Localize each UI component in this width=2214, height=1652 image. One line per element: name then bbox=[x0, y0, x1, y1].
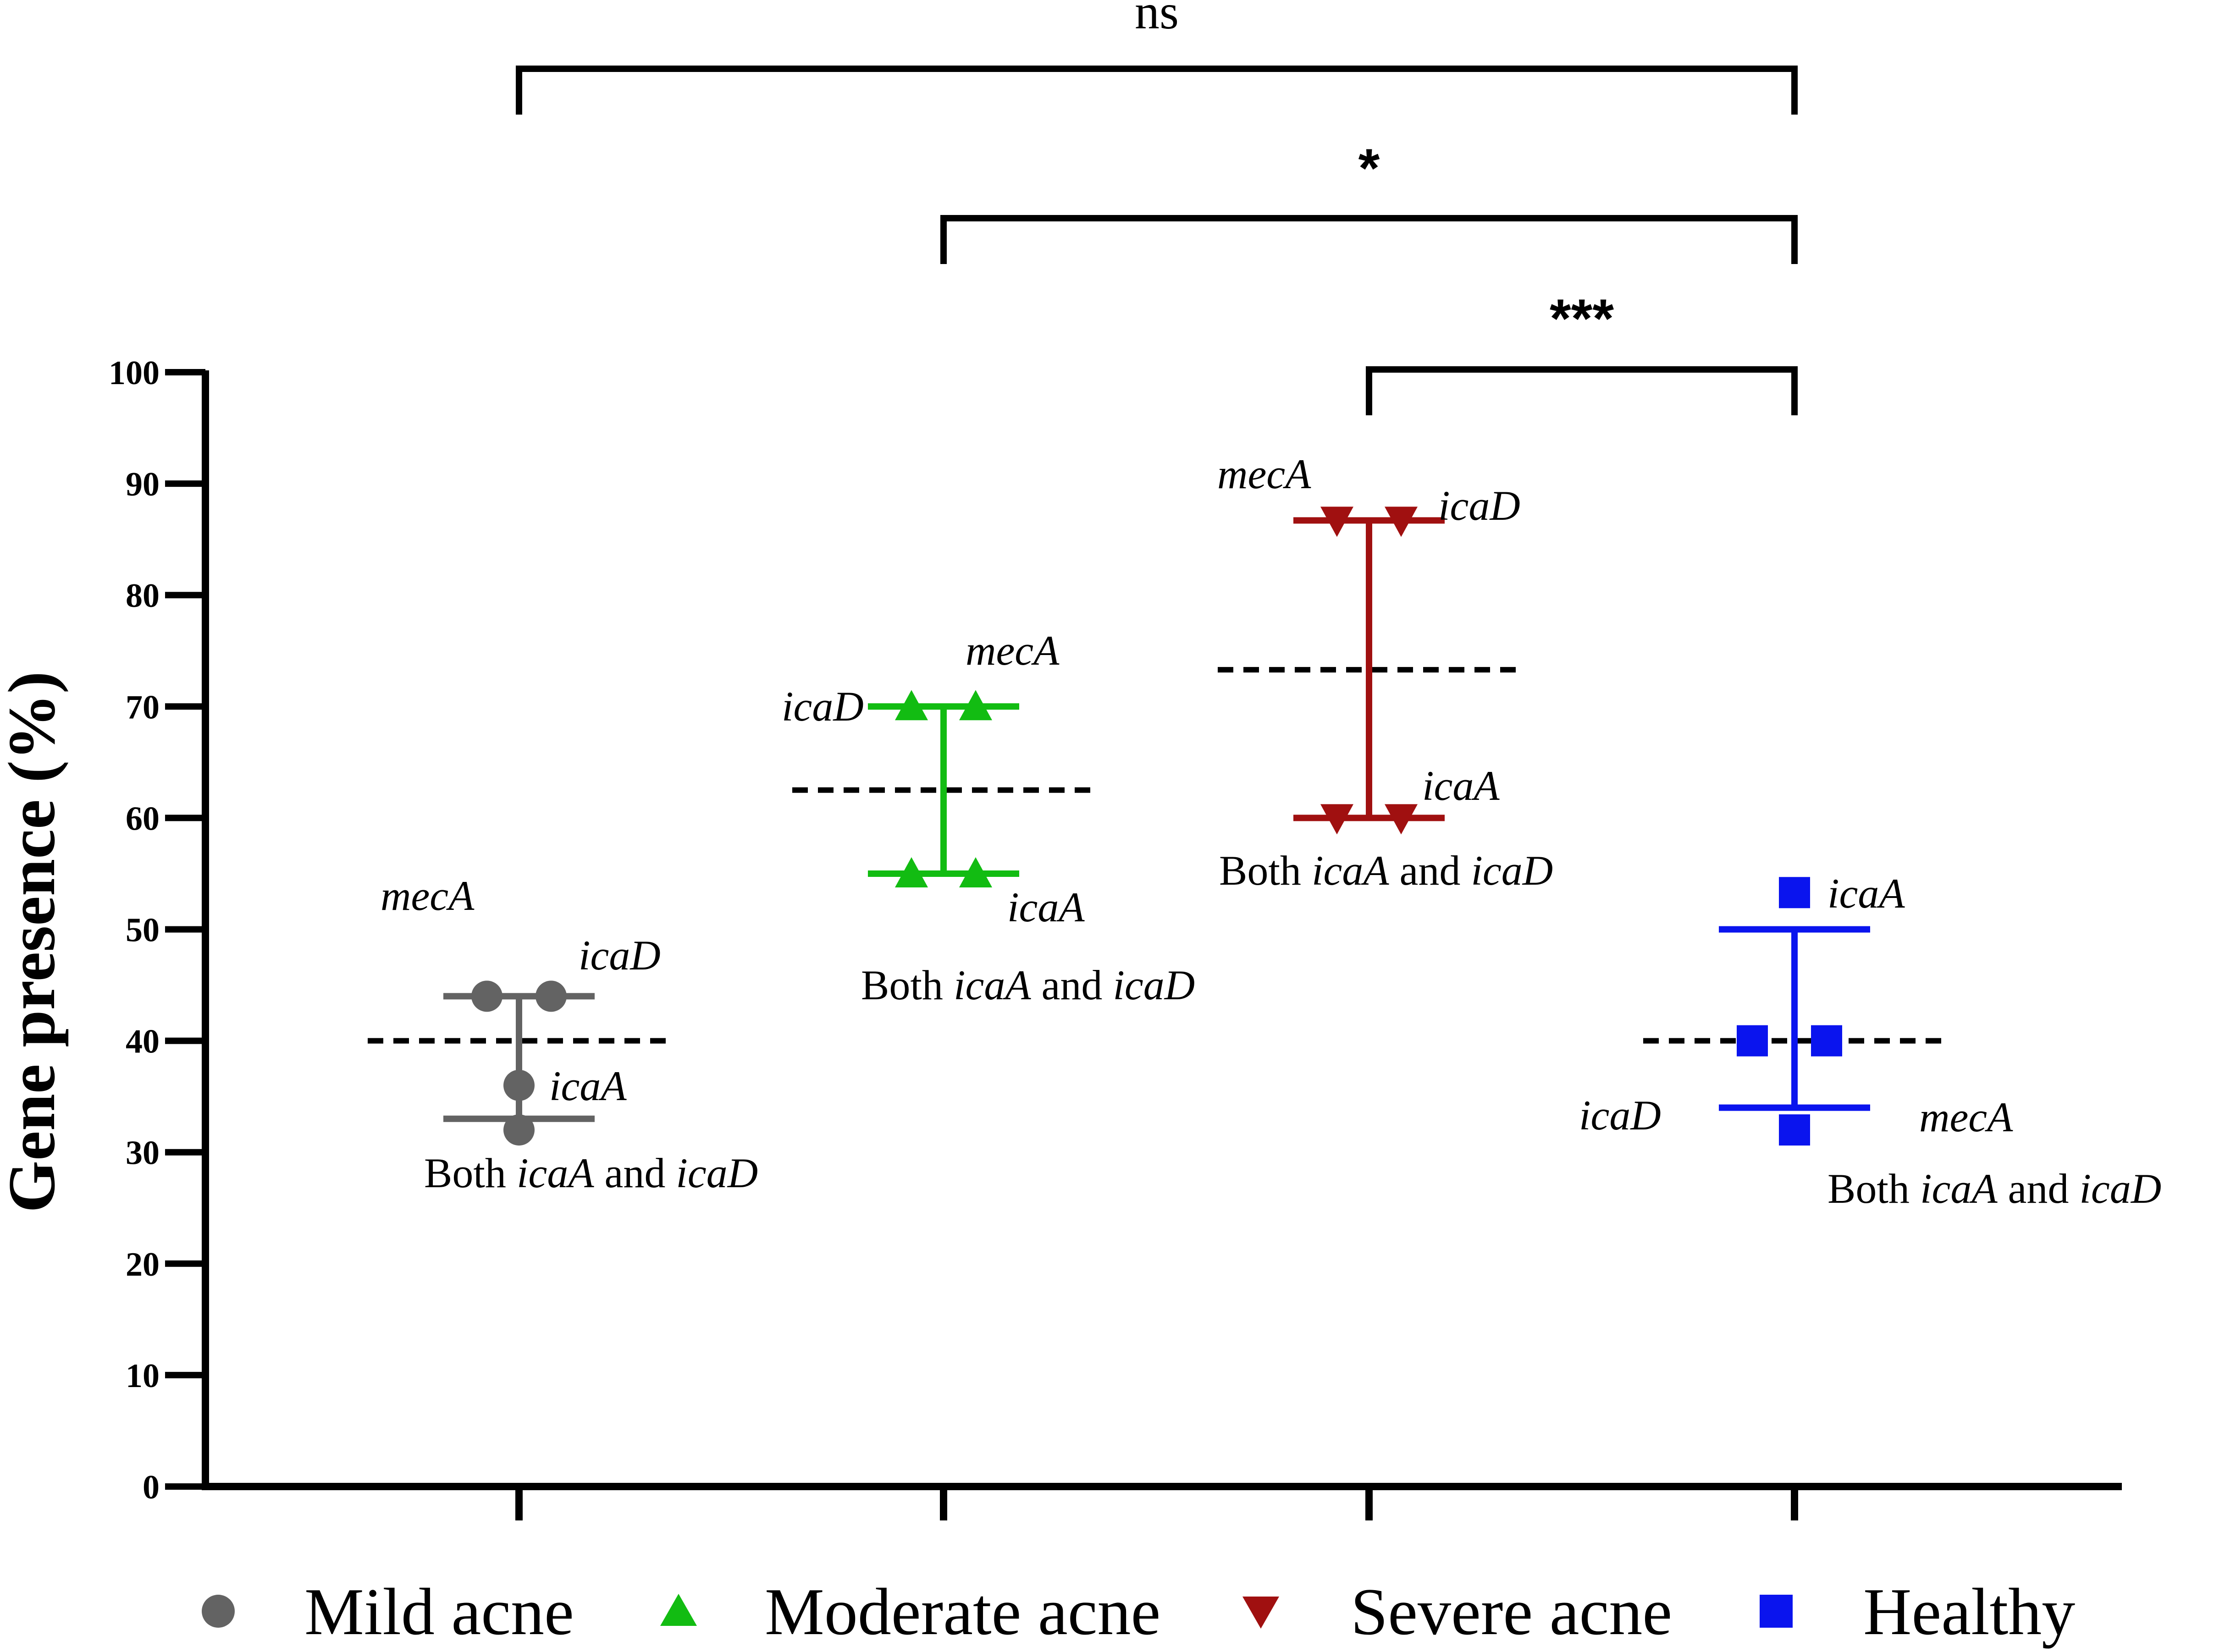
significance-label-1: ns bbox=[1135, 0, 1179, 39]
y-tick-label-90: 90 bbox=[126, 466, 160, 503]
significance-bracket-3 bbox=[1366, 366, 1798, 415]
data-groups bbox=[368, 507, 1946, 1146]
mild-acne-point-3 bbox=[503, 1069, 535, 1101]
moderate-acne-point-4-label: Both icaA and icaD bbox=[861, 962, 1195, 1008]
legend-marker-mild-acne bbox=[202, 1595, 235, 1628]
y-axis-label: Gene presence (%) bbox=[0, 671, 69, 1212]
y-tick-label-0: 0 bbox=[143, 1469, 160, 1506]
y-ticks: 0 10 20 30 40 50 60 70 80 90 100 bbox=[109, 354, 205, 1506]
healthy-point-1-label: icaA bbox=[1828, 870, 1905, 917]
severe-acne-point-1-label: mecA bbox=[1217, 451, 1311, 497]
mild-acne-point-2-label: icaD bbox=[579, 932, 661, 979]
group-severe-acne bbox=[1218, 507, 1520, 835]
healthy-point-2-label: icaD bbox=[1579, 1092, 1661, 1139]
mild-acne-point-2 bbox=[536, 980, 567, 1012]
legend-item-healthy: Healthy bbox=[1760, 1575, 2075, 1649]
y-tick-label-20: 20 bbox=[126, 1246, 160, 1283]
healthy-point-3-label: mecA bbox=[1919, 1094, 2013, 1140]
mild-acne-point-3-label: icaA bbox=[549, 1063, 627, 1109]
significance-brackets: ns**** bbox=[516, 0, 1798, 415]
legend-label-healthy: Healthy bbox=[1863, 1575, 2075, 1649]
legend-label-mild-acne: Mild acne bbox=[304, 1575, 574, 1649]
group-moderate-acne bbox=[792, 690, 1095, 887]
significance-bracket-2 bbox=[940, 215, 1798, 264]
legend-item-severe-acne: Severe acne bbox=[1242, 1575, 1672, 1649]
moderate-acne-point-2 bbox=[959, 690, 992, 721]
y-tick-label-40: 40 bbox=[126, 1023, 160, 1061]
y-tick-label-60: 60 bbox=[126, 800, 160, 837]
group-mild-acne bbox=[368, 980, 670, 1146]
healthy-point-3 bbox=[1811, 1025, 1842, 1057]
severe-acne-point-1 bbox=[1320, 507, 1353, 537]
legend: Mild acne Moderate acne Severe acne Healthy bbox=[202, 1575, 2075, 1649]
legend-marker-moderate-acne bbox=[660, 1594, 697, 1626]
severe-acne-point-2-label: icaD bbox=[1438, 482, 1520, 529]
y-tick-label-50: 50 bbox=[126, 912, 160, 949]
mild-acne-point-4-label: Both icaA and icaD bbox=[424, 1150, 758, 1196]
legend-item-moderate-acne: Moderate acne bbox=[660, 1575, 1160, 1649]
group-healthy bbox=[1643, 877, 1946, 1146]
legend-marker-healthy bbox=[1760, 1595, 1793, 1628]
healthy-point-4 bbox=[1779, 1114, 1810, 1146]
point-annotations: mecA icaD icaA Both icaA and icaD icaD mecA ic… bbox=[381, 451, 2161, 1212]
healthy-point-1 bbox=[1779, 877, 1810, 909]
severe-acne-point-2 bbox=[1385, 507, 1418, 537]
legend-label-severe-acne: Severe acne bbox=[1351, 1575, 1672, 1649]
healthy-point-4-label: Both icaA and icaD bbox=[1828, 1165, 2161, 1212]
severe-acne-point-4-label: icaA bbox=[1422, 762, 1500, 809]
y-tick-label-30: 30 bbox=[126, 1134, 160, 1172]
legend-label-moderate-acne: Moderate acne bbox=[765, 1575, 1160, 1649]
axes bbox=[202, 370, 2122, 1520]
moderate-acne-point-3-label: icaA bbox=[1007, 884, 1085, 931]
moderate-acne-point-1 bbox=[895, 690, 928, 721]
moderate-acne-point-2-label: mecA bbox=[966, 627, 1060, 674]
moderate-acne-point-1-label: icaD bbox=[782, 683, 864, 730]
y-tick-label-70: 70 bbox=[126, 688, 160, 726]
legend-item-mild-acne: Mild acne bbox=[202, 1575, 574, 1649]
y-tick-label-10: 10 bbox=[126, 1357, 160, 1395]
severe-acne-point-4 bbox=[1385, 804, 1418, 835]
severe-acne-point-3-label: Both icaA and icaD bbox=[1219, 847, 1553, 894]
moderate-acne-point-4 bbox=[959, 857, 992, 887]
significance-label-2: * bbox=[1358, 138, 1380, 199]
mild-acne-point-1-label: mecA bbox=[381, 872, 475, 919]
moderate-acne-point-3 bbox=[895, 857, 928, 887]
significance-bracket-1 bbox=[516, 66, 1798, 115]
mild-acne-point-4 bbox=[503, 1114, 535, 1146]
significance-label-3: *** bbox=[1550, 288, 1614, 349]
y-tick-label-80: 80 bbox=[126, 577, 160, 615]
mild-acne-point-1 bbox=[471, 980, 502, 1012]
legend-marker-severe-acne bbox=[1242, 1597, 1279, 1629]
severe-acne-point-3 bbox=[1320, 804, 1353, 835]
y-tick-label-100: 100 bbox=[109, 354, 160, 392]
healthy-point-2 bbox=[1737, 1025, 1768, 1057]
